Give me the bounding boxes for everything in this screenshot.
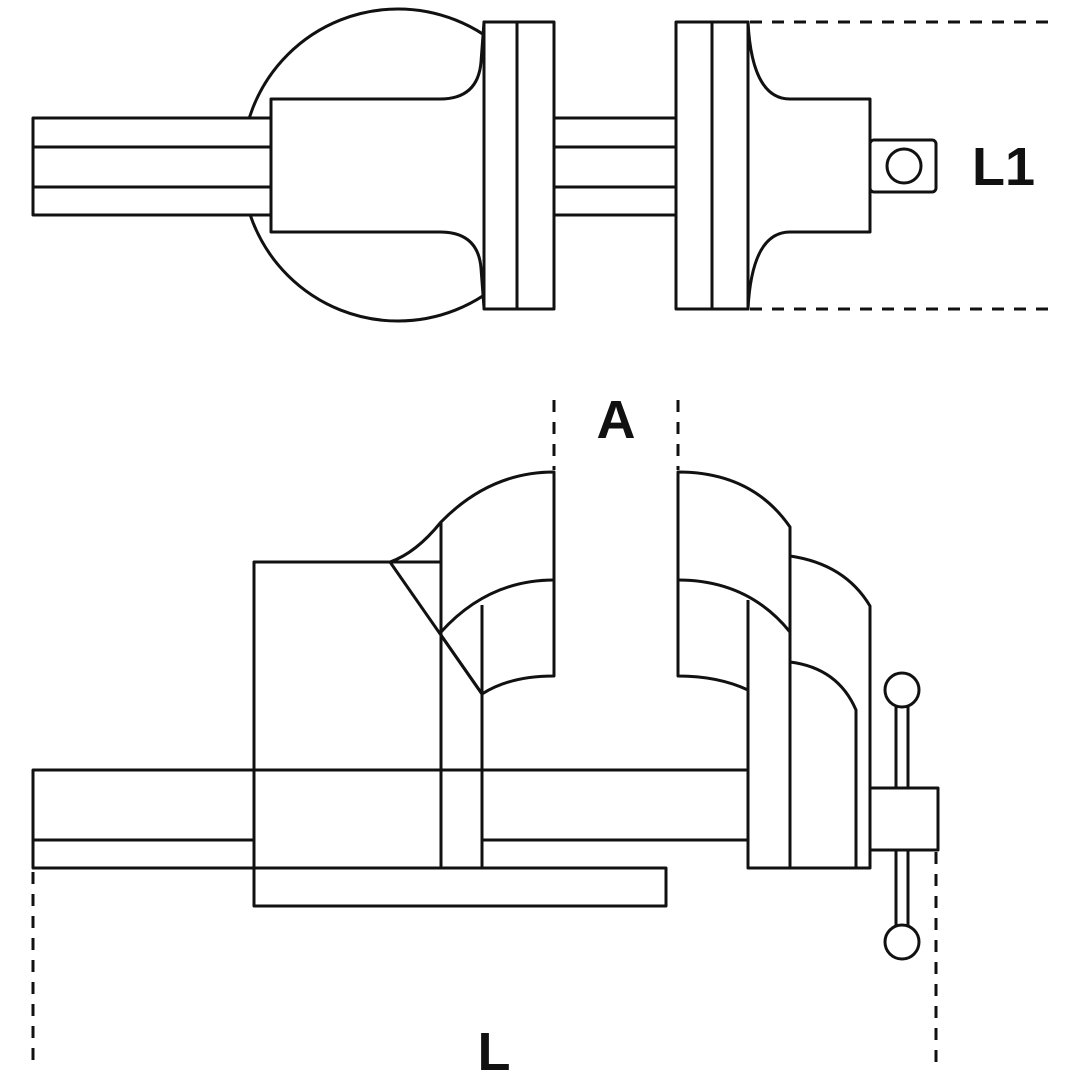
movable-rear-inner-curve [789,660,858,868]
fixed-jaw-neck-lower [439,768,484,870]
vise-side-view: A L [31,390,940,1080]
fixed-body-bevel [388,561,484,695]
screw-hole [885,147,923,185]
vise-top-view: L1 [31,7,1050,323]
center-slide-bar [552,116,678,217]
fixed-jaw-inner-arc [439,578,555,634]
fixed-jaw-plate [482,20,556,311]
handle-knob-top [883,671,921,709]
fixed-body-lower [252,768,443,870]
side-slide-bar-lower [31,838,256,870]
base-plate [252,866,668,908]
jaw-opening-label: A [597,390,636,450]
screw-nut-block [868,786,940,852]
handle-knob-bottom [883,923,921,961]
fixed-jaw-head [388,470,556,696]
rear-slide-bar [31,116,275,217]
width-dimension-label: L1 [972,137,1035,197]
length-dimension-label: L [478,1022,511,1080]
movable-jaw-body [746,20,872,311]
movable-jaw-inner-arc [677,578,792,633]
movable-rear-body [788,554,872,870]
